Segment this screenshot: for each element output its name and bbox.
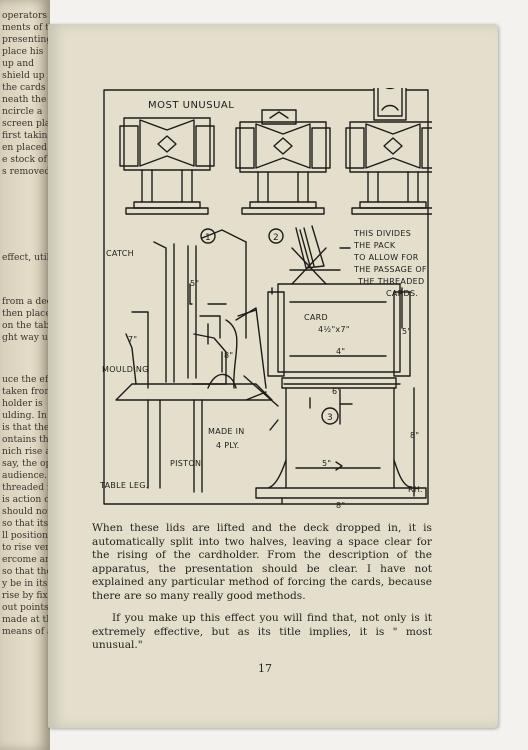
facing-page-text-fragment: means of a: [2, 626, 50, 637]
facing-page-text-fragment: presenting: [2, 34, 50, 45]
fig3-stand: [255, 283, 427, 505]
facing-page-text-fragment: out points at: [2, 602, 50, 613]
illustration-title: MOST UNUSUAL: [148, 100, 234, 111]
paragraph-1: When these lids are lifted and the deck …: [92, 522, 432, 602]
dim-8-side: 8": [224, 351, 233, 360]
facing-page-text-fragment: is that the base: [2, 422, 50, 433]
facing-page-text-fragment: then placed: [2, 308, 50, 319]
divides-note-line-4: THE PASSAGE OF: [353, 265, 427, 274]
dim-8-bottom: 8": [336, 501, 345, 510]
facing-page-text-fragment: ments of this: [2, 22, 50, 33]
divider-detail: [289, 225, 351, 285]
divides-note-line-6: CARDS.: [386, 289, 418, 298]
divides-note-line-5: THE THREADED: [357, 277, 424, 286]
divides-note-line-2: THE PACK: [353, 241, 396, 250]
facing-page-edge: operators aments of thispresentingplace …: [0, 0, 50, 750]
divides-note-line-1: THIS DIVIDES: [353, 229, 411, 238]
illustration-frame: [103, 89, 429, 505]
facing-page-text-fragment: ulding. In Fig: [2, 410, 50, 421]
label-table-leg: TABLE LEG.: [99, 481, 149, 490]
label-initials: RH.: [408, 485, 423, 494]
fig3-cabinet: [345, 88, 432, 215]
facing-page-text-fragment: ercome and: [2, 554, 50, 565]
dim-8-right: 8": [410, 431, 419, 440]
facing-page-text-fragment: place his: [2, 46, 44, 57]
fig2-number: 2: [273, 233, 279, 243]
page-number: 17: [258, 662, 272, 675]
facing-page-text-fragment: ncircle a: [2, 106, 43, 117]
facing-page-text-fragment: holder is: [2, 398, 43, 409]
facing-page-text-fragment: y be in its: [2, 578, 48, 589]
dim-5-card: 5": [402, 327, 411, 336]
facing-page-text-fragment: effect, utilising: [2, 252, 50, 263]
facing-page-text-fragment: should now: [2, 506, 50, 517]
facing-page-text-fragment: made at the: [2, 614, 50, 625]
facing-page-text-fragment: en placed: [2, 142, 48, 153]
facing-page-text-fragment: neath the: [2, 94, 47, 105]
label-card-size: 4½"x7": [318, 325, 350, 334]
facing-page-text-fragment: e stock of: [2, 154, 47, 165]
facing-page-text-fragment: up and: [2, 58, 34, 69]
dim-6: 6": [332, 387, 341, 396]
facing-page-text-fragment: is action com: [2, 494, 50, 505]
facing-page-text-fragment: taken from: [2, 386, 50, 397]
facing-page-text-fragment: ght way up: [2, 332, 50, 343]
facing-page-text-fragment: uce the effect,: [2, 374, 50, 385]
fig1-number: 1: [205, 233, 211, 243]
facing-page-text-fragment: from a deck: [2, 296, 50, 307]
fig2-cabinet: [235, 109, 331, 215]
fig1-cabinet: [119, 117, 215, 215]
facing-page-text-fragment: the cards: [2, 82, 46, 93]
dim-4-card: 4": [336, 347, 345, 356]
label-made-in: MADE IN: [208, 427, 245, 436]
dim-5-base: 5": [322, 459, 331, 468]
facing-page-text-fragment: ll position, a: [2, 530, 50, 541]
facing-page-text-fragment: audience. The: [2, 470, 50, 481]
label-moulding: MOULDING: [102, 365, 149, 374]
dim-5-top: 5": [190, 279, 199, 288]
facing-page-text-fragment: threaded in: [2, 482, 50, 493]
label-card: CARD: [304, 313, 328, 322]
facing-page-text-fragment: operators a: [2, 10, 50, 21]
facing-page-text-fragment: first taking: [2, 130, 50, 141]
paragraph-2: If you make up this effect you will find…: [92, 612, 432, 651]
fig3-number: 3: [327, 413, 333, 423]
divides-note-line-3: TO ALLOW FOR: [353, 253, 419, 262]
facing-page-text-fragment: rise by fixing: [2, 590, 50, 601]
facing-page-text-fragment: on the table: [2, 320, 50, 331]
trick-illustration: MOST UNUSUAL 1 2 3 THIS DIVIDES THE PACK…: [99, 88, 432, 510]
label-catch: CATCH: [106, 249, 134, 258]
label-piston: PISTON: [170, 459, 201, 468]
facing-page-text-fragment: say, the operator: [2, 458, 50, 469]
facing-page-text-fragment: so that its: [2, 518, 49, 529]
facing-page-text-fragment: shield up: [2, 70, 45, 81]
facing-page-text-fragment: ontains the cards: [2, 434, 50, 445]
mechanism: [115, 229, 279, 493]
facing-page-text-fragment: nich rise are: [2, 446, 50, 457]
facing-page-text-fragment: to rise vertically: [2, 542, 50, 553]
dim-7: 7": [128, 335, 137, 344]
body-text: When these lids are lifted and the deck …: [92, 522, 432, 662]
facing-page-text-fragment: s removed: [2, 166, 50, 177]
label-ply: 4 PLY.: [216, 441, 239, 450]
facing-page-text-fragment: screen placed: [2, 118, 50, 129]
facing-page-text-fragment: so that the: [2, 566, 50, 577]
